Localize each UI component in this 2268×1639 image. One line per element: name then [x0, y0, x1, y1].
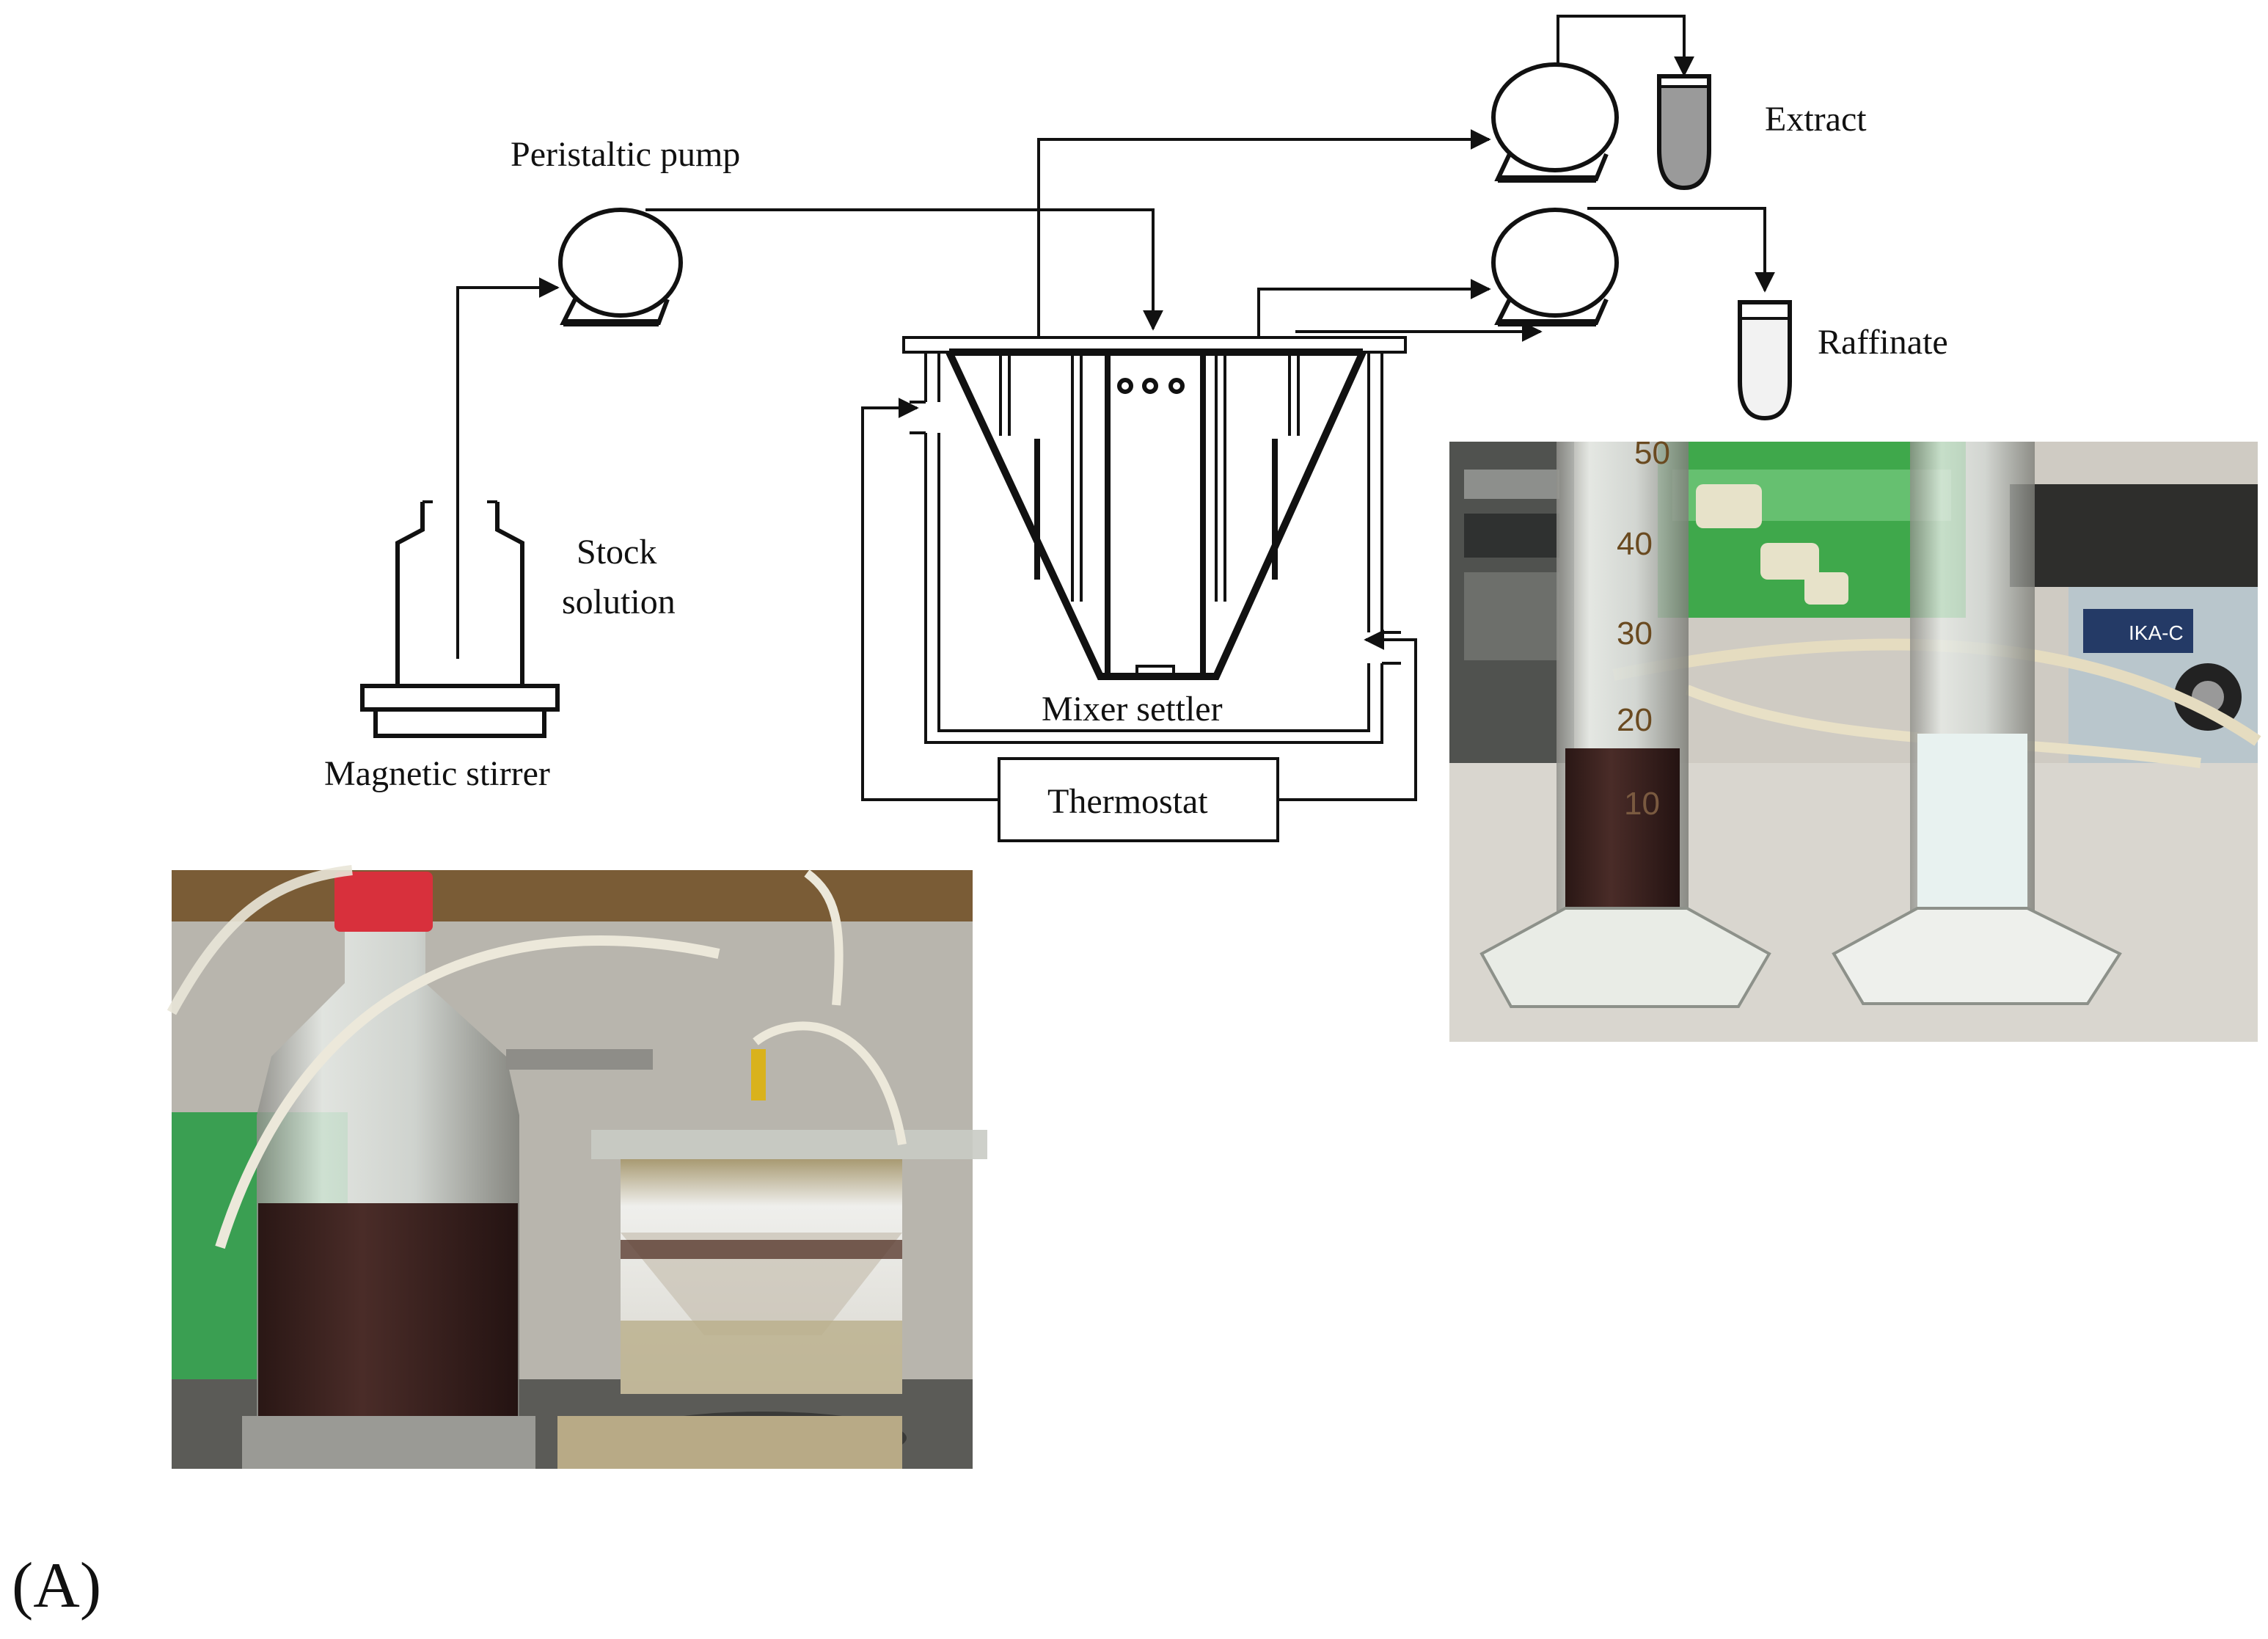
ruler-mark-20: 20: [1617, 702, 1653, 738]
extract-line-arrow: [1037, 129, 1491, 337]
apparatus-photo: [167, 865, 987, 1469]
raffinate-outlet-arrow: [1587, 207, 1775, 293]
mixer-settler-vessel: [902, 336, 1407, 744]
pump-outlet-arrow: [645, 208, 1163, 331]
thermostat-supply-arrow: [861, 398, 999, 801]
stock-bottle-icon: [395, 500, 524, 688]
raffinate-pump-icon: [1491, 208, 1619, 326]
raffinate-line-arrow: [1257, 279, 1491, 337]
stock-solution-label-2: solution: [562, 583, 676, 621]
ruler-mark-50: 50: [1634, 435, 1670, 471]
raffinate-tube-icon: [1738, 300, 1792, 421]
extract-pump-icon: [1491, 62, 1619, 183]
feed-tube-arrow: [456, 277, 560, 659]
magnetic-stirrer-label: Magnetic stirrer: [324, 754, 550, 793]
mixer-settler-label: Mixer settler: [1042, 690, 1223, 729]
ruler-mark-40: 40: [1617, 526, 1653, 562]
extract-tube-icon: [1657, 74, 1711, 191]
extract-outlet-arrow: [1556, 15, 1694, 77]
panel-label: (A): [12, 1550, 101, 1621]
raffinate-label: Raffinate: [1818, 323, 1948, 362]
peristaltic-pump-icon: [558, 208, 683, 326]
magnetic-stirrer-icon: [360, 684, 560, 738]
ruler-mark-30: 30: [1617, 616, 1653, 651]
ruler-mark-10: 10: [1624, 786, 1660, 822]
thermostat-return-arrow: [1278, 629, 1417, 801]
extract-label: Extract: [1765, 100, 1867, 139]
stock-solution-label-1: Stock: [577, 533, 656, 572]
device-brand-text: IKA-C: [2129, 621, 2184, 644]
cylinders-photo: IKA-C 50 40 30 20 10: [1449, 435, 2261, 1042]
thermostat-label: Thermostat: [1047, 782, 1208, 821]
peristaltic-pump-label: Peristaltic pump: [511, 135, 740, 174]
